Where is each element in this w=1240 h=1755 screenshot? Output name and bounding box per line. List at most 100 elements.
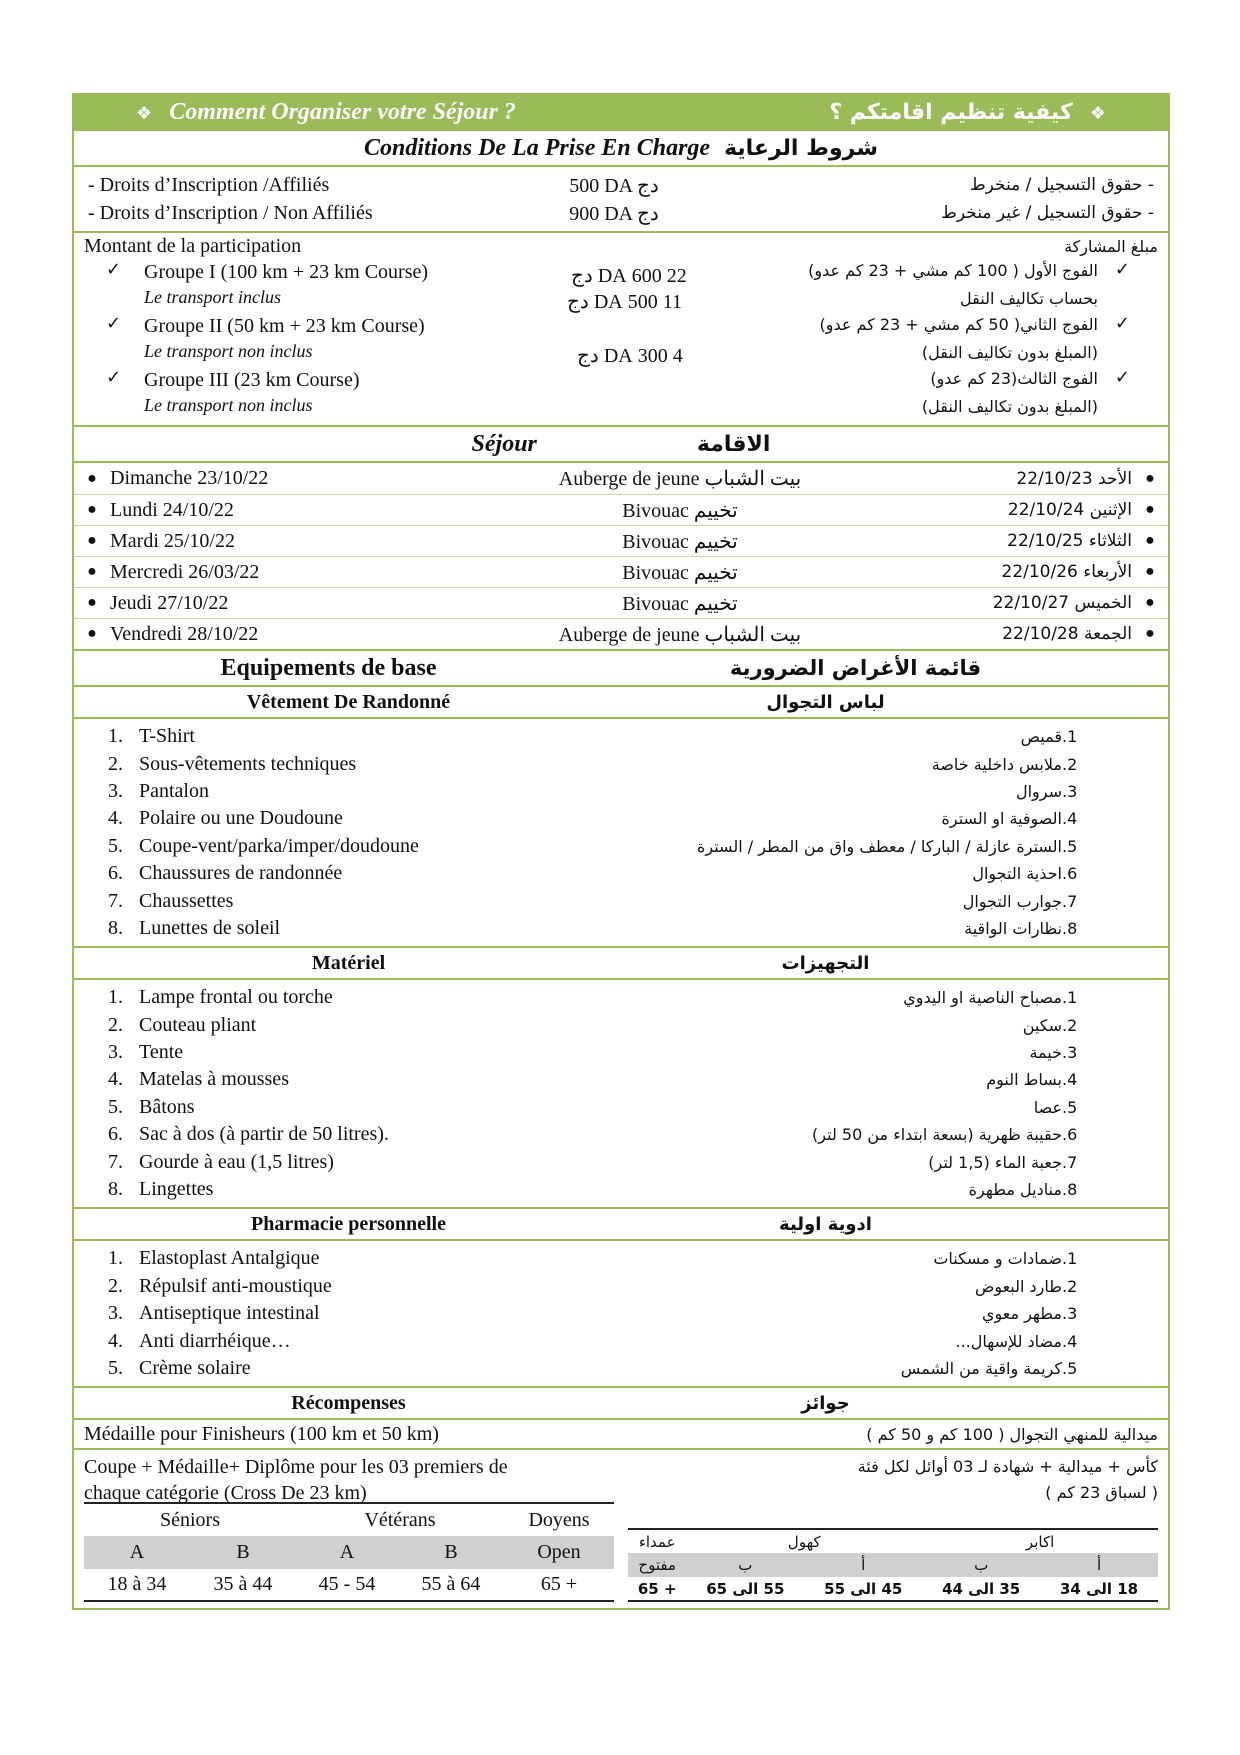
category-sub: Open: [504, 1535, 614, 1569]
check-icon: ✓: [106, 367, 122, 388]
group-note-ar: بحساب تكاليف النقل: [960, 289, 1098, 308]
bullet-icon: ●: [1145, 501, 1155, 518]
age-range: 55 à 64: [398, 1568, 504, 1603]
item-number: 3.: [108, 1041, 123, 1064]
fee-price: 900 DA دج: [569, 202, 659, 225]
group-note-fr: Le transport non inclus: [144, 395, 313, 415]
fee-label-ar: - حقوق التسجيل / غير منخرط: [941, 203, 1154, 223]
item-ar: ضمادات و مسكنات: [933, 1249, 1062, 1269]
age-range: 35 الى 44: [922, 1577, 1041, 1603]
participation-label-ar: مبلغ المشاركة: [1064, 237, 1158, 256]
day-fr: Dimanche 23/10/22: [110, 467, 269, 489]
category-header: Vétérans: [296, 1502, 504, 1536]
item-number: 2.: [1062, 1276, 1078, 1296]
day-place: Bivouac تخييم: [622, 499, 738, 522]
item-number: 1.: [1062, 988, 1078, 1008]
vetement-title-ar: لباس التجوال: [766, 691, 885, 713]
day-ar: الأربعاء 22/10/26: [1001, 562, 1133, 582]
bullet-icon: ●: [1145, 625, 1155, 642]
group-note-fr: Le transport non inclus: [144, 341, 313, 361]
item-number: 8.: [108, 916, 123, 939]
fee-label-ar: - حقوق التسجيل / منخرط: [969, 175, 1154, 195]
age-categories-table-ar: اكابر كهول عمداء أ ب أ ب مفتوح 18 الى 34…: [628, 1528, 1158, 1603]
item-number: 7.: [108, 889, 123, 912]
item-ar: جعبة الماء (1,5 لتر): [928, 1152, 1062, 1172]
item-number: 4.: [108, 1068, 123, 1091]
group-price: 11 500 DA دج: [567, 291, 682, 313]
equipements-title-fr: Equipements de base: [220, 654, 437, 681]
item-fr: Coupe-vent/parka/imper/doudoune: [139, 834, 419, 857]
check-icon: ✓: [1114, 313, 1130, 334]
item-fr: T-Shirt: [139, 725, 195, 748]
item-ar: سكين: [1022, 1015, 1062, 1035]
medaille-ar: ميدالية للمنهي التجوال ( 100 كم و 50 كم …: [866, 1424, 1158, 1444]
day-row: ● Vendredi 28/10/22 Auberge de jeune بيت…: [74, 618, 1168, 649]
category-sub: A: [296, 1535, 398, 1569]
item-fr: Lampe frontal ou torche: [139, 986, 333, 1009]
bullet-icon: ●: [87, 594, 97, 611]
fee-row: - Droits d’Inscription / Non Affiliés 90…: [74, 199, 1168, 227]
item-number: 3.: [108, 779, 123, 802]
category-sub: B: [190, 1535, 296, 1569]
participation-label-fr: Montant de la participation: [84, 235, 302, 257]
coupe-fr-line2: chaque catégorie (Cross De 23 km): [84, 1482, 367, 1505]
item-number: 3.: [1062, 781, 1078, 801]
bullet-icon: ●: [87, 501, 97, 518]
conditions-title-fr: Conditions De La Prise En Charge: [364, 134, 711, 161]
item-number: 1.: [108, 725, 123, 748]
category-sub: مفتوح: [628, 1553, 687, 1578]
day-place: Auberge de jeune بيت الشباب: [558, 468, 802, 490]
materiel-title: Matériel التجهيزات: [74, 948, 1168, 981]
sejour-days: ● Dimanche 23/10/22 Auberge de jeune بيت…: [74, 463, 1168, 651]
day-fr: Mercredi 26/03/22: [110, 560, 260, 583]
item-number: 5.: [108, 1095, 123, 1118]
item-ar: كريمة واقية من الشمس: [900, 1359, 1062, 1378]
item-fr: Sous-vêtements techniques: [139, 752, 357, 775]
item-number: 1.: [1062, 727, 1078, 747]
group-label-ar: الفوج الثاني( 50 كم مشي + 23 كم عدو): [819, 315, 1098, 334]
group-label-ar: الفوج الثالث(23 كم عدو): [930, 369, 1098, 388]
list-item: 4.Anti diarrhéique…4.مضاد للإسهال...: [74, 1327, 1168, 1354]
fee-row: - Droits d’Inscription /Affiliés 500 DA …: [74, 171, 1168, 199]
header-title-ar: كيفية تنظيم اقامتكم ؟: [829, 99, 1073, 125]
medaille-fr: Médaille pour Finisheurs (100 km et 50 k…: [84, 1422, 439, 1445]
day-ar: الجمعة 22/10/28: [1002, 624, 1132, 644]
group-label-fr: Groupe I (100 km + 23 km Course): [144, 261, 429, 283]
bullet-icon: ●: [1145, 563, 1155, 580]
coupe-section: Coupe + Médaille+ Diplôme pour les 03 pr…: [74, 1450, 1168, 1608]
day-fr: Mardi 25/10/22: [110, 529, 235, 552]
item-number: 8.: [1062, 1180, 1078, 1200]
item-ar: سروال: [1015, 781, 1062, 801]
item-number: 4.: [1062, 1331, 1078, 1351]
check-icon: ✓: [1114, 367, 1130, 388]
item-ar: مضاد للإسهال...: [955, 1331, 1063, 1351]
check-icon: ✓: [106, 313, 122, 334]
group-price: 22 600 DA دج: [571, 265, 687, 287]
diamond-icon: ❖: [1089, 102, 1106, 124]
recompenses-title: Récompenses جوائز: [74, 1388, 1168, 1421]
age-range: 45 - 54: [296, 1568, 398, 1603]
medaille-row: Médaille pour Finisheurs (100 km et 50 k…: [74, 1420, 1168, 1451]
item-number: 2.: [1062, 754, 1078, 774]
item-ar: مصباح الناصية او اليدوي: [903, 988, 1062, 1008]
item-number: 2.: [108, 752, 123, 775]
item-number: 7.: [1062, 891, 1078, 911]
bullet-icon: ●: [87, 532, 97, 549]
age-range: 65 +: [504, 1568, 614, 1603]
item-number: 7.: [108, 1150, 123, 1173]
day-row: ● Dimanche 23/10/22 Auberge de jeune بيت…: [74, 463, 1168, 494]
item-fr: Tente: [139, 1041, 184, 1064]
item-number: 5.: [1062, 1097, 1078, 1117]
sejour-title-fr: Séjour: [471, 430, 537, 457]
item-number: 1.: [108, 1247, 123, 1270]
inscription-fees: - Droits d’Inscription /Affiliés 500 DA …: [74, 167, 1168, 233]
bullet-icon: ●: [1145, 532, 1155, 549]
pharmacie-title-ar: ادوية اولية: [779, 1213, 872, 1235]
item-fr: Pantalon: [139, 779, 209, 802]
